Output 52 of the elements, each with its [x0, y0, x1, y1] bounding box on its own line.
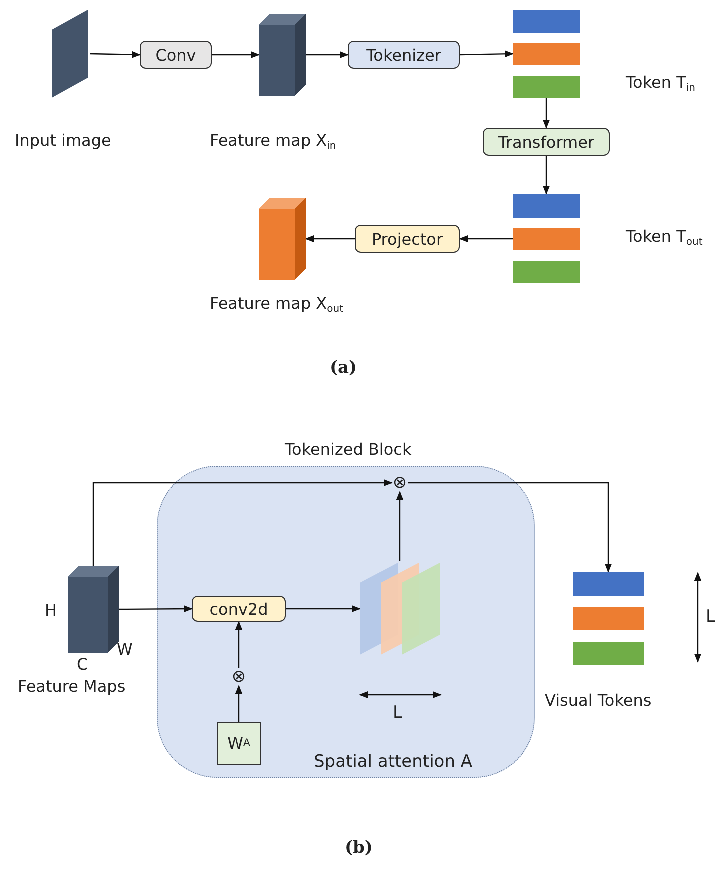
feature-map-cube [259, 198, 306, 280]
token-bar [513, 228, 580, 250]
node-caption: Visual Tokens [545, 691, 652, 710]
token-bar [573, 607, 644, 630]
arrow [305, 235, 355, 243]
feature-map-cube [68, 566, 119, 653]
arrow [396, 491, 404, 561]
dimension-label: L [393, 703, 402, 723]
token-bar [513, 76, 580, 98]
panel-label: (b) [345, 838, 373, 858]
node-caption: W [117, 640, 133, 659]
node-caption: Input image [15, 131, 112, 150]
attention-map-stack [360, 561, 440, 657]
arrow [119, 605, 193, 613]
node-caption: Feature Maps [18, 677, 126, 696]
feature-map-cube [259, 14, 306, 96]
arrow [459, 235, 513, 243]
token-bar [513, 10, 580, 33]
arrow [235, 621, 243, 668]
input-image-sheet [50, 8, 90, 100]
arrow [235, 685, 243, 722]
token-bar [573, 572, 644, 596]
multiply-symbol: ⊗ [231, 668, 247, 686]
node-caption: Token T$_{in}$ [626, 73, 696, 94]
token-bar [513, 261, 580, 283]
token-bar [513, 194, 580, 218]
node-caption: C [77, 655, 88, 674]
dimension-label: Spatial attention A [314, 752, 473, 772]
dimension-label: L [706, 607, 716, 627]
arrow [542, 156, 550, 195]
node-caption: Feature map X$_{in}$ [210, 131, 336, 152]
arrow [286, 605, 361, 613]
arrow [92, 479, 393, 566]
node-caption: H [45, 601, 58, 620]
arrow [306, 51, 349, 59]
process-box: Transformer [483, 128, 610, 156]
token-bar [573, 642, 644, 665]
process-box: Conv [140, 41, 212, 69]
multiply-symbol: ⊗ [392, 474, 408, 492]
process-box: conv2d [192, 596, 286, 622]
node-caption: Token T$_{out}$ [626, 227, 703, 248]
process-box: Projector [355, 225, 460, 253]
panel-label: (a) [330, 358, 358, 378]
arrow [408, 482, 612, 573]
arrow [460, 50, 514, 58]
arrow [90, 51, 141, 58]
arrow [212, 51, 260, 59]
token-bar [513, 43, 580, 65]
block-heading: Tokenized Block [285, 440, 412, 459]
arrow [542, 98, 550, 129]
process-box: Tokenizer [348, 41, 460, 69]
node-caption: Feature map X$_{out}$ [210, 294, 344, 315]
